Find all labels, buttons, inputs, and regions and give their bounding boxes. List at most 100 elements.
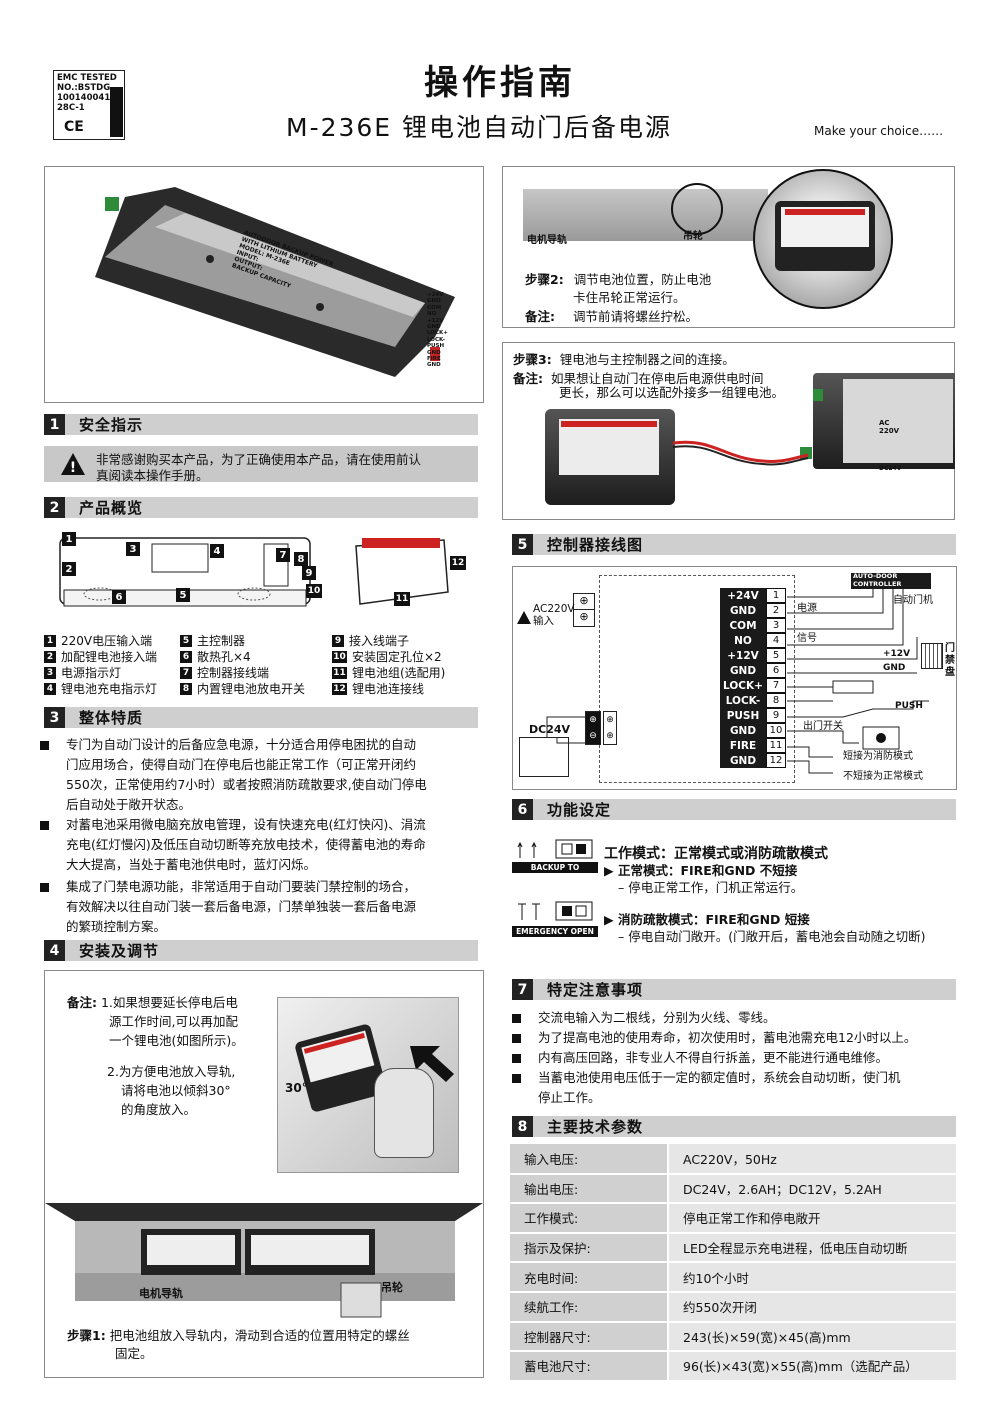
step2-line3: 备注: 调节前请将螺丝拧松。 <box>525 306 698 325</box>
spec-value: AC220V，50Hz <box>668 1144 956 1175</box>
step3-note-head: 备注: <box>513 371 543 386</box>
section-title: 产品概览 <box>79 499 144 517</box>
device-illustration <box>95 187 455 377</box>
ac-terminal: ⊕⊕ <box>573 593 595 627</box>
spec-key: 续航工作: <box>510 1291 669 1323</box>
controller-box: AUTO-DOOR CONTROLLER <box>851 572 931 589</box>
legend-number: 9 <box>332 634 344 647</box>
terminal-number: 12 <box>766 753 786 768</box>
step1-head: 步骤1: <box>67 1328 106 1343</box>
access-label: 门 禁 盘 <box>945 643 955 679</box>
step2-text: 调节电池位置，防止电池 <box>573 272 712 287</box>
install-note: 备注: 1.如果想要延长停电后电 源工作时间,可以再加配 一个锂电池(如图所示)… <box>67 993 244 1119</box>
terminal-number: 3 <box>766 618 786 633</box>
spec-row: 续航工作:约550次开闭 <box>510 1291 956 1323</box>
terminal-label: NO <box>720 633 766 648</box>
triangle-icon: ▶ <box>604 863 618 878</box>
terminal-label: +24V <box>720 588 766 603</box>
mode-emergency-desc: – 停电自动门敞开。(门敞开后，蓄电池会自动随之切断) <box>618 929 926 944</box>
section-header-7: 7 特定注意事项 <box>512 979 956 1000</box>
section-title: 功能设定 <box>547 801 612 819</box>
legend-text: 接入线端子 <box>349 634 410 648</box>
dc-label: DC24V <box>529 723 571 736</box>
section-title: 安装及调节 <box>79 942 160 960</box>
terminal-label: GND <box>427 349 441 356</box>
install-rail-label: 电机导轨 <box>139 1287 183 1300</box>
callout: 3 <box>126 542 140 556</box>
feature-item: 专门为自动门设计的后备应急电源，十分适合用停电困扰的自动 门应用场合，使得自动门… <box>40 735 485 815</box>
section-header-6: 6 功能设定 <box>512 799 956 820</box>
emc-line: NO.:BSTDG <box>57 83 111 93</box>
auto-door-label: 自动门机 <box>893 595 933 606</box>
dashed-box <box>599 575 795 783</box>
bullet <box>512 1034 521 1043</box>
bullet <box>40 883 49 892</box>
switch-normal-icon <box>516 838 596 860</box>
section-title: 特定注意事项 <box>547 981 644 999</box>
feature-line: 门应用场合，使得自动门在停电后也能正常工作（可正常开闭约 <box>66 757 417 772</box>
battery-cable <box>673 440 809 466</box>
callout: 12 <box>450 556 466 570</box>
callout: 5 <box>176 588 190 602</box>
section-header-2: 2 产品概览 <box>44 497 478 518</box>
warning-icon: ! <box>61 453 85 476</box>
spec-key: 指示及保护: <box>510 1232 669 1264</box>
section-number: 4 <box>44 940 65 961</box>
step3-line1: 步骤3: 锂电池与主控制器之间的连接。 <box>513 349 735 368</box>
bullet <box>512 1014 521 1023</box>
section-header-1: 1 安全指示 <box>44 414 478 435</box>
terminal-label: GND <box>720 723 766 738</box>
signal-label: 信号 <box>797 633 817 644</box>
slogan: Make your choice…… <box>814 124 944 138</box>
spec-value: 停电正常工作和停电敞开 <box>668 1203 956 1234</box>
terminal-label: LOCK- <box>720 693 766 708</box>
triangle-icon: ▶ <box>604 912 618 927</box>
install-note-line: 请将电池以倾斜30° <box>121 1083 231 1098</box>
terminal-label: GND <box>427 324 441 331</box>
legend-text: 安装固定孔位×2 <box>352 650 442 664</box>
bullet <box>40 741 49 750</box>
terminal-number: 2 <box>766 603 786 618</box>
install-note-line: 一个锂电池(如图所示)。 <box>109 1033 244 1048</box>
safety-text-2: 真阅读本操作手册。 <box>96 468 209 483</box>
callout: 10 <box>306 584 322 598</box>
access-char: 盘 <box>945 667 955 678</box>
bullet <box>512 1054 521 1063</box>
notice-line: 交流电输入为二根线，分别为火线、零线。 <box>538 1010 776 1025</box>
emc-black-bar <box>110 87 123 137</box>
feature-item: 对蓄电池采用微电脑充放电管理，设有快速充电(红灯快闪)、涓流 充电(红灯慢闪)及… <box>40 815 485 875</box>
switch-emergency-icon <box>516 900 596 922</box>
mode-normal-desc: – 停电正常工作，门机正常运行。 <box>618 880 804 895</box>
mode-emergency-title: 消防疏散模式：FIRE和GND 短接 <box>617 912 810 927</box>
arrow-icon <box>410 1046 454 1082</box>
product-photo-frame: AUTODOOR BACKUP POWER WITH LITHIUM BATTE… <box>44 166 484 403</box>
legend-number: 1 <box>44 634 56 647</box>
legend-number: 7 <box>180 666 192 679</box>
terminal-label: NO <box>427 311 437 318</box>
notices-list: 交流电输入为二根线，分别为火线、零线。 为了提高电池的使用寿命，初次使用时，蓄电… <box>512 1008 970 1108</box>
spec-key: 输出电压: <box>510 1173 669 1205</box>
callout: 8 <box>294 552 308 566</box>
terminal-number: 11 <box>766 738 786 753</box>
connector-green <box>813 389 823 401</box>
spec-key: 输入电压: <box>510 1144 669 1175</box>
section-number: 8 <box>512 1116 533 1137</box>
section-number: 5 <box>512 534 533 555</box>
terminal-number: 9 <box>766 708 786 723</box>
terminal-label: +12V <box>427 317 444 324</box>
hand-shape <box>374 1068 434 1158</box>
terminal-label: FIRE <box>427 356 441 363</box>
bullet <box>40 821 49 830</box>
badge-emergency-open: EMERGENCY OPEN <box>512 926 598 937</box>
dc-terminal: ⊕⊖ <box>585 711 601 745</box>
terminal-label: FIRE <box>720 738 766 753</box>
legend-text: 锂电池连接线 <box>352 682 425 696</box>
terminal-label: GND <box>720 663 766 678</box>
terminal-number: 1 <box>766 588 786 603</box>
ac-input-label: AC220V 输入 <box>533 603 575 627</box>
